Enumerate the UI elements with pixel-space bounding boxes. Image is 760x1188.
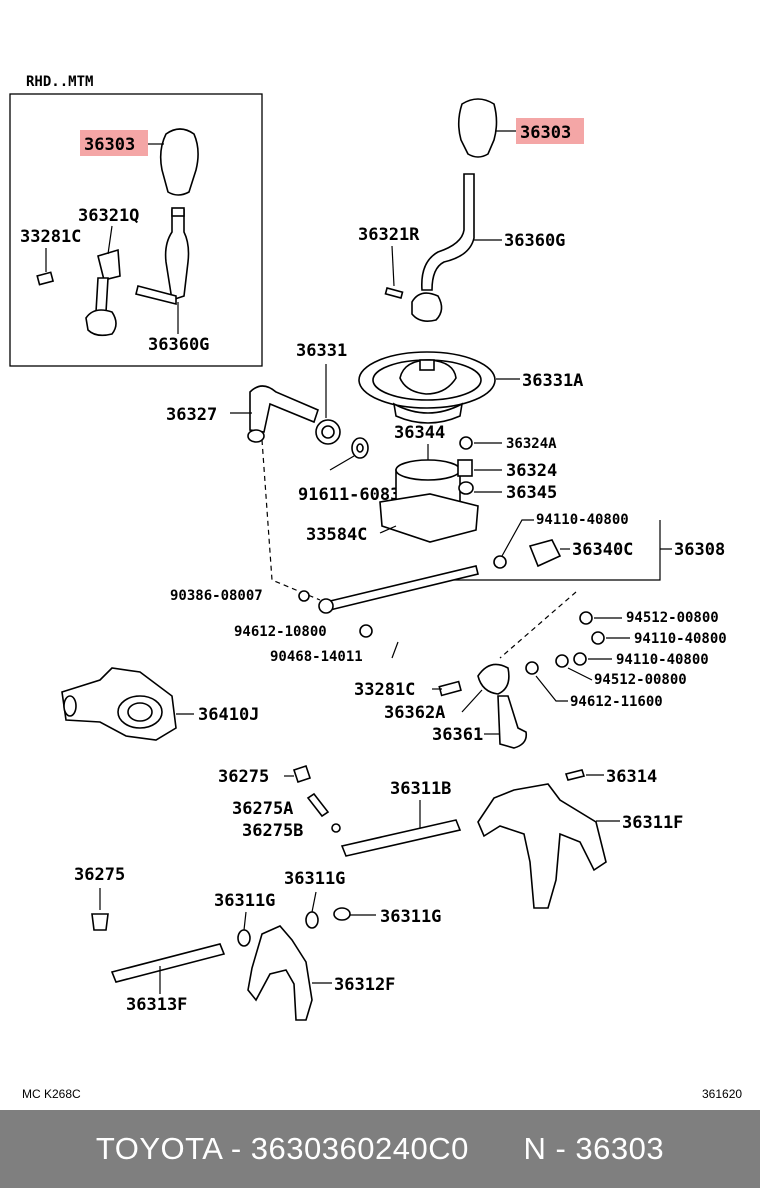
part-label-91611[interactable]: 36324A [506,436,557,452]
fork-36311f [477,783,607,909]
lever-bracket-inset [97,248,121,281]
part-label-36410j[interactable]: 36410J [198,705,259,725]
part-label-36331a[interactable]: 36331A [522,371,583,391]
part-label-94110-c[interactable]: 94110-40800 [616,652,709,668]
part-label-36362a[interactable]: 36362A [384,703,445,723]
spring-36345 [458,481,474,495]
joint-36340c [528,539,562,568]
part-label-36340c[interactable]: 36340C [572,540,633,560]
rhd-inset-frame [9,93,263,367]
pin-inset [36,271,55,286]
lever-36361 [497,695,528,749]
part-label-36311b[interactable]: 36314 [606,767,657,787]
variant-label: RHD..MTM [26,74,93,90]
part-label-94612-11600[interactable]: 94612-11600 [570,694,663,710]
part-label-36324a[interactable]: 36324 [506,461,557,481]
part-label-90468[interactable]: 90468-14011 [270,649,363,665]
part-label-36275-a[interactable]: 36275 [218,767,269,787]
joint-36362a [477,663,510,695]
housing-base-33584c [379,493,479,543]
part-label-36303-inset[interactable]: 36303 [84,135,135,155]
shift-knob-main [457,98,498,158]
pin-33281c [438,680,462,697]
part-label-36360g-main[interactable]: 36360G [504,231,565,251]
highlight-36303-main [516,118,584,144]
part-label-36311g-b[interactable]: 36311G [284,869,345,889]
part-label-94612-10800[interactable]: 94612-10800 [234,624,327,640]
part-label-94110-top[interactable]: 94110-40800 [536,512,629,528]
ball-36275b [331,823,341,833]
part-label-36360g-inset[interactable]: 36360G [148,335,209,355]
lever-arm-inset [135,285,177,306]
part-label-36313f[interactable]: 36313F [126,995,187,1015]
plug-36275-a [292,764,312,784]
lever-tip-inset [171,207,185,217]
shift-lever-inset [164,209,190,302]
part-label-36361[interactable]: 36361 [432,725,483,745]
part-label-36345[interactable]: 36345 [506,483,557,503]
pin-36324a [457,459,473,477]
lever-housing-36327 [249,385,319,433]
part-label-36314[interactable]: 36311B [390,779,451,799]
selector-rod [324,565,479,611]
part-label-36312f[interactable]: 36312F [334,975,395,995]
footer-caption: TOYOTA - 3630360240C0 N - 36303 [95,1131,665,1166]
part-label-36311f[interactable]: 36311F [622,813,683,833]
part-label-36321r[interactable]: 36321R [358,225,420,245]
part-label-94512-b[interactable]: 94512-00800 [594,672,687,688]
diagram-code: MC K268C [22,1087,81,1101]
bolt-91611 [459,436,473,450]
part-label-36321q[interactable]: 36321Q [78,206,139,226]
lever-end-main [411,292,443,322]
part-label-36275-b[interactable]: 36275 [74,865,125,885]
part-label-36275a[interactable]: 36275A [232,799,293,819]
footer-bar: TOYOTA - 3630360240C0 N - 36303 [0,1110,760,1188]
pin-36321r [384,287,404,299]
ring-36311g-b [305,911,319,929]
fork-36312f [247,925,313,1021]
shift-knob-inset [159,128,199,196]
part-label-36311g-a[interactable]: 36311G [214,891,275,911]
part-label-94110-b[interactable]: 94110-40800 [634,631,727,647]
lever-end-inset [85,309,117,337]
plug-36275-b [91,913,109,931]
part-label-36344[interactable]: 36344 [394,423,445,443]
part-label-33281c-main[interactable]: 33281C [354,680,415,700]
part-label-36331[interactable]: 36331 [296,341,347,361]
part-label-36275b[interactable]: 36275B [242,821,303,841]
diagram-reference-number: 361620 [702,1087,742,1101]
part-label-36327[interactable]: 36327 [166,405,217,425]
part-label-33281c-inset[interactable]: 33281C [20,227,81,247]
shift-lever-main [421,173,475,291]
ring-36311g-a [237,929,251,947]
part-label-36308[interactable]: 36308 [674,540,725,560]
parts-diagram: RHD..MTM 36303 36321Q 33281C 36360G 3630… [9,74,742,1101]
shaft-36314 [340,819,462,857]
ring-36311g-c [333,907,351,921]
part-label-90386[interactable]: 90386-08007 [170,588,263,604]
part-label-36311g-c[interactable]: 36311G [380,907,441,927]
lever-shaft-inset [95,277,109,313]
part-label-94512-a[interactable]: 94512-00800 [626,610,719,626]
pin-36311b [564,769,586,781]
part-label-33584c[interactable]: 33584C [306,525,367,545]
highlight-36303-inset [80,130,148,156]
part-label-36303-main[interactable]: 36303 [520,123,571,143]
nut-94110-top [493,555,507,569]
shaft-36313f [110,943,226,983]
spring-36275a [306,792,330,818]
